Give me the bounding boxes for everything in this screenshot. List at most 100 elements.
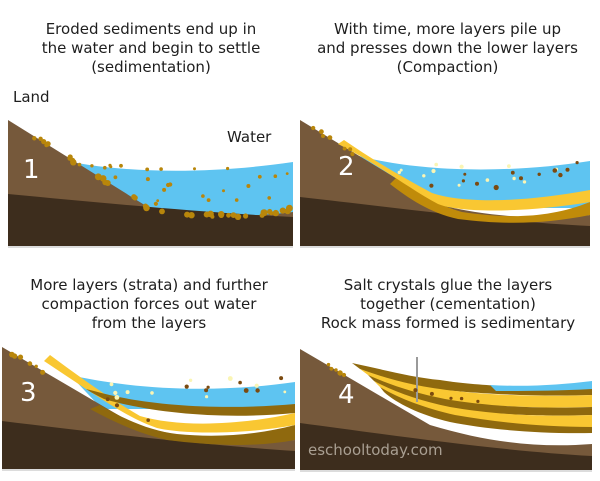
sediment-dot — [243, 388, 249, 393]
sediment-dot — [159, 208, 165, 215]
sediment-dot — [38, 136, 43, 141]
land-slope — [2, 347, 295, 453]
sediment-dot — [342, 146, 347, 151]
sediment-dot — [40, 369, 46, 375]
panel-2-number: 2 — [338, 152, 355, 182]
sediment-dot — [279, 376, 284, 381]
sediment-dot — [413, 388, 418, 393]
sediment-dot — [67, 154, 73, 160]
land-slope — [8, 120, 293, 224]
panel-bottom-edge — [300, 246, 590, 248]
land-slope — [300, 349, 592, 457]
sediment-dot — [77, 162, 82, 167]
rock-stratum-2 — [360, 369, 592, 408]
sediment-dot — [113, 175, 118, 180]
sediment-dot — [399, 168, 403, 172]
land-slope — [300, 120, 590, 228]
sediment-dot — [434, 162, 438, 167]
sediment-dot — [431, 168, 436, 174]
sediment-dot — [103, 165, 107, 170]
sediment-dot — [507, 164, 511, 168]
panel-bottom-edge — [8, 246, 293, 248]
caption-line: (Compaction) — [396, 58, 499, 76]
sediment-dot — [131, 194, 137, 200]
caption-line: together (cementation) — [360, 295, 536, 313]
caption-line: Rock mass formed is sedimentary — [320, 314, 576, 332]
sediment-dot — [119, 163, 123, 168]
sediment-dot — [146, 418, 150, 422]
eroding-slope-dots — [326, 362, 347, 378]
eroding-slope-dots — [9, 351, 46, 375]
embedded-crystal-dots — [413, 388, 480, 403]
sediment-dot — [321, 134, 325, 138]
sediment-dot — [246, 184, 251, 188]
sediment-dot — [459, 396, 464, 401]
caption-line: With time, more layers pile up — [334, 20, 561, 38]
caption-line: Salt crystals glue the layers — [343, 276, 553, 294]
sediment-dot — [201, 194, 205, 198]
sediment-dot — [285, 172, 289, 175]
sediment-dot — [350, 151, 355, 157]
sediment-dot — [109, 165, 113, 169]
sediment-dot — [286, 204, 293, 212]
sediment-dot — [189, 213, 194, 218]
sediment-dot — [193, 167, 196, 171]
sediment-dot — [166, 182, 171, 188]
sediment-dot — [218, 212, 224, 218]
eroding-slope-dots — [32, 136, 51, 148]
sediment-dot — [145, 177, 150, 182]
caption-line: compaction forces out water — [41, 295, 257, 313]
bedrock-layer — [8, 194, 293, 246]
sediment-dot — [9, 351, 15, 358]
panel-1-number: 1 — [23, 155, 40, 185]
sediment-dot — [243, 213, 249, 219]
bedrock-layer — [300, 423, 592, 470]
sediment-dot — [184, 211, 191, 218]
sediment-dot — [537, 172, 541, 176]
caption-line: (sedimentation) — [91, 58, 211, 76]
sediment-dot — [203, 211, 210, 218]
sediment-dot — [279, 207, 286, 214]
sediment-dot — [565, 167, 570, 172]
land-label: Land — [13, 88, 50, 106]
sediment-dot — [206, 198, 211, 202]
caption-line: More layers (strata) and further — [30, 276, 268, 294]
caption-line: the water and begin to settle — [41, 39, 261, 57]
sediment-dot — [319, 129, 324, 135]
sediment-dot — [429, 183, 434, 188]
sediment-dot — [459, 164, 464, 169]
panel-bottom-edge — [2, 469, 295, 471]
sediment-dot — [109, 382, 114, 387]
sediment-dot — [512, 176, 516, 181]
sediment-dot — [227, 376, 233, 381]
panel-1-caption: Eroded sediments end up in the water and… — [20, 20, 282, 77]
eroding-slope-dots — [311, 125, 355, 157]
sediment-dot — [156, 199, 160, 202]
sediment-dot — [257, 174, 262, 179]
bedrock-layer — [300, 197, 590, 246]
sediment-dot — [153, 201, 158, 206]
sediment-dot — [267, 196, 272, 200]
sediment-dot — [17, 354, 24, 360]
sediment-dot — [254, 383, 259, 388]
sediment-dot — [114, 403, 120, 408]
sediment-dot — [235, 214, 241, 220]
panel-4-caption: Salt crystals glue the layers together (… — [302, 276, 594, 333]
sediment-dot — [510, 170, 515, 175]
sediment-dot — [575, 161, 579, 165]
sediment-dot — [230, 212, 237, 218]
sediment-dot — [461, 179, 465, 183]
suspended-sediment-dots — [77, 162, 289, 206]
sediment-dot — [226, 166, 230, 171]
sediment-dot — [184, 384, 189, 389]
sediment-dot — [522, 180, 527, 184]
sediment-dot — [311, 125, 316, 131]
sediment-dot — [457, 183, 461, 187]
sediment-dot — [259, 212, 265, 218]
sediment-dot — [226, 212, 231, 218]
sediment-dot — [210, 214, 215, 219]
sediment-dot — [255, 388, 260, 393]
water-body — [70, 375, 295, 409]
watermark-text: eschooltoday.com — [308, 441, 443, 459]
rock-stratum-4 — [374, 381, 592, 428]
